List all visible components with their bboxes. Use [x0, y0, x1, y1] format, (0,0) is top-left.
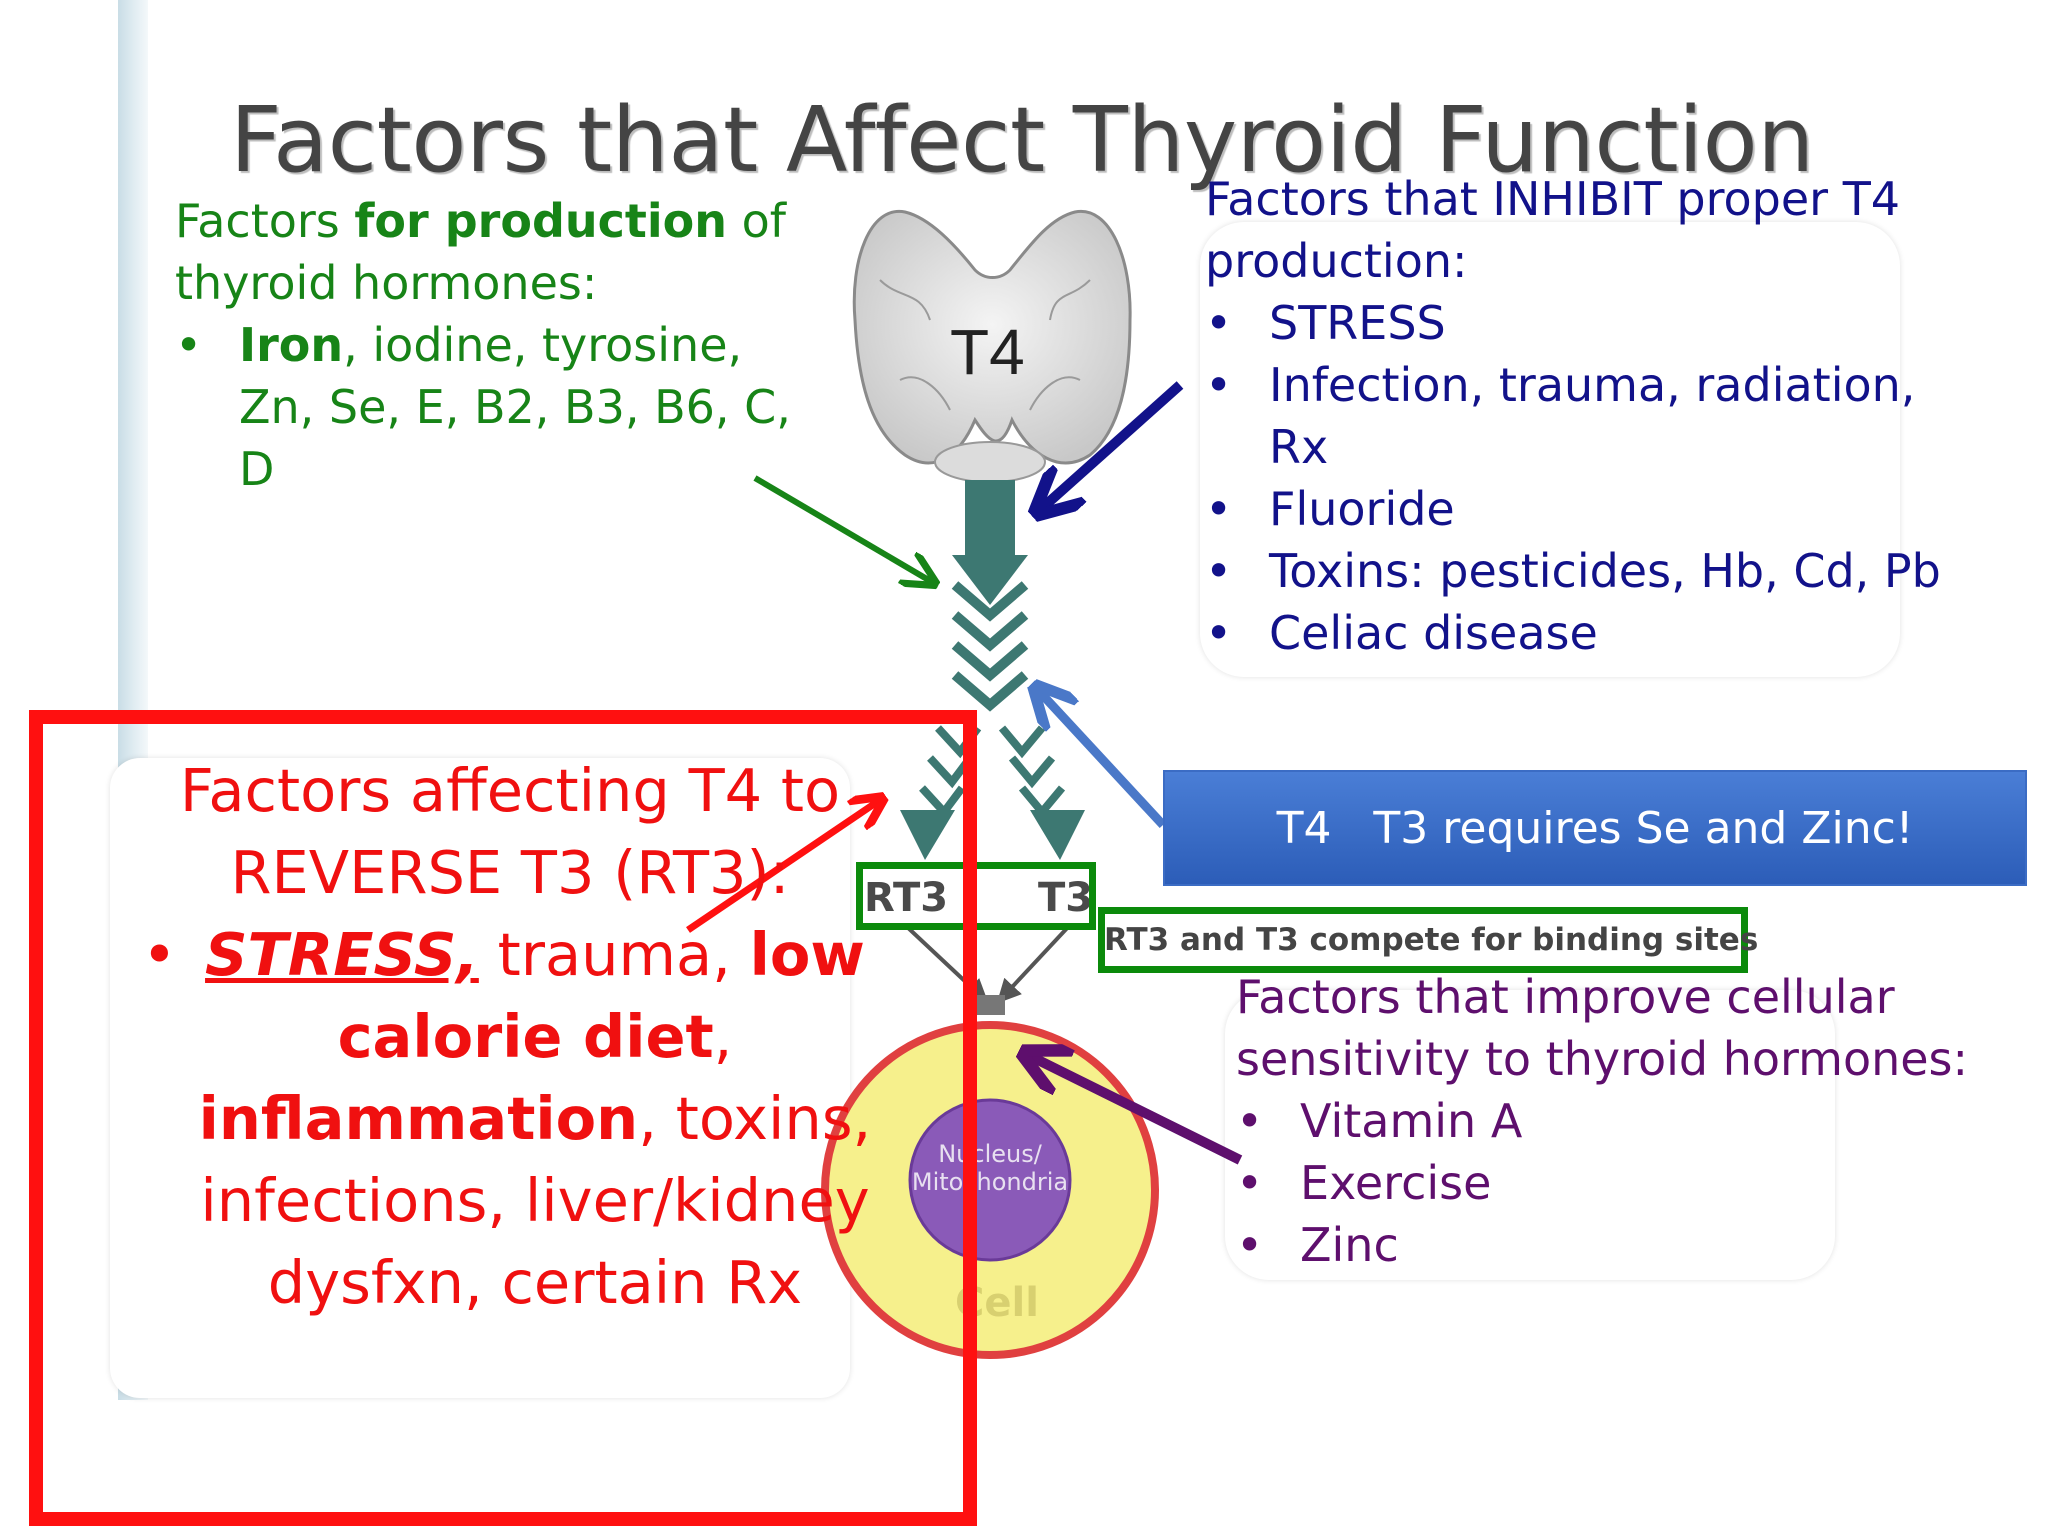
- sensitivity-heading: Factors that improve cellular sensitivit…: [1236, 970, 1969, 1086]
- bullet-dot: •: [1205, 544, 1233, 598]
- compete-label: RT3 and T3 compete for binding sites: [1104, 922, 1759, 958]
- sensitivity-item: •Exercise: [1236, 1152, 1996, 1214]
- banner-text: T4 T3 requires Se and Zinc!: [1276, 802, 1914, 854]
- inhibit-item: •Toxins: pesticides, Hb, Cd, Pb: [1205, 540, 1985, 602]
- bullet-dot: •: [1205, 296, 1233, 350]
- rt3-label: RT3: [864, 875, 949, 921]
- thyroid-gland-icon: [852, 209, 1132, 465]
- nucleus-label: Nucleus/ Mitochondria: [911, 1140, 1069, 1196]
- receptor-shape: [975, 995, 1005, 1015]
- inhibit-card: [1200, 222, 1900, 677]
- compete-highlight-box: [1098, 907, 1748, 973]
- bullet-dot: •: [175, 318, 203, 372]
- t4-label: T4: [950, 316, 1025, 388]
- purple-arrow: [1028, 1055, 1243, 1165]
- bullet-dot: •: [1236, 1218, 1264, 1272]
- bullet-dot: •: [1205, 482, 1233, 536]
- rt3-highlight-box: [29, 710, 977, 1526]
- page-title: Factors that Affect Thyroid Function: [230, 88, 1814, 193]
- rt3-heading: Factors affecting T4 to REVERSE T3 (RT3)…: [179, 756, 841, 907]
- bullet-dot: •: [1205, 606, 1233, 660]
- production-bullet: • Iron, iodine, tyrosine, Zn, Se, E, B2,…: [175, 314, 825, 500]
- inhibit-item: •STRESS: [1205, 292, 1985, 354]
- t3-to-receptor-line: [996, 923, 1072, 1004]
- rt3-factors-panel: Factors affecting T4 to REVERSE T3 (RT3)…: [120, 750, 900, 1324]
- se-zinc-banner: T4 T3 requires Se and Zinc!: [1163, 770, 2027, 886]
- inhibit-item: •Fluoride: [1205, 478, 1985, 540]
- bullet-dot: •: [1205, 358, 1233, 412]
- inhibit-item: •Infection, trauma, radiation, Rx: [1205, 354, 1985, 478]
- t3-label: T3: [1038, 875, 1094, 921]
- inhibit-factors-panel: Factors that INHIBIT proper T4 productio…: [1205, 168, 1985, 664]
- bullet-dot: •: [1236, 1094, 1264, 1148]
- bullet-dot: •: [142, 920, 177, 989]
- rt3-bullet: • STRESS, trauma, low calorie diet, infl…: [120, 914, 900, 1324]
- green-arrow: [753, 475, 932, 582]
- red-arrow: [686, 800, 880, 933]
- sensitivity-card: [1225, 990, 1835, 1280]
- inhibit-heading: Factors that INHIBIT proper T4 productio…: [1205, 172, 1901, 288]
- blue-arrow: [1038, 690, 1167, 829]
- inhibit-item: •Celiac disease: [1205, 602, 1985, 664]
- trachea-shape: [934, 441, 1046, 483]
- navy-arrow: [1040, 381, 1184, 510]
- sensitivity-item: •Zinc: [1236, 1214, 1996, 1276]
- sensitivity-factors-panel: Factors that improve cellular sensitivit…: [1236, 966, 1996, 1276]
- bullet-dot: •: [1236, 1156, 1264, 1210]
- production-factors-panel: Factors for production of thyroid hormon…: [175, 190, 825, 500]
- t4-flow-arrows: [900, 480, 1085, 860]
- production-heading: Factors for production of thyroid hormon…: [175, 194, 786, 310]
- nucleus-shape: [908, 1098, 1072, 1262]
- rt3-card: [110, 758, 850, 1398]
- sensitivity-item: •Vitamin A: [1236, 1090, 1996, 1152]
